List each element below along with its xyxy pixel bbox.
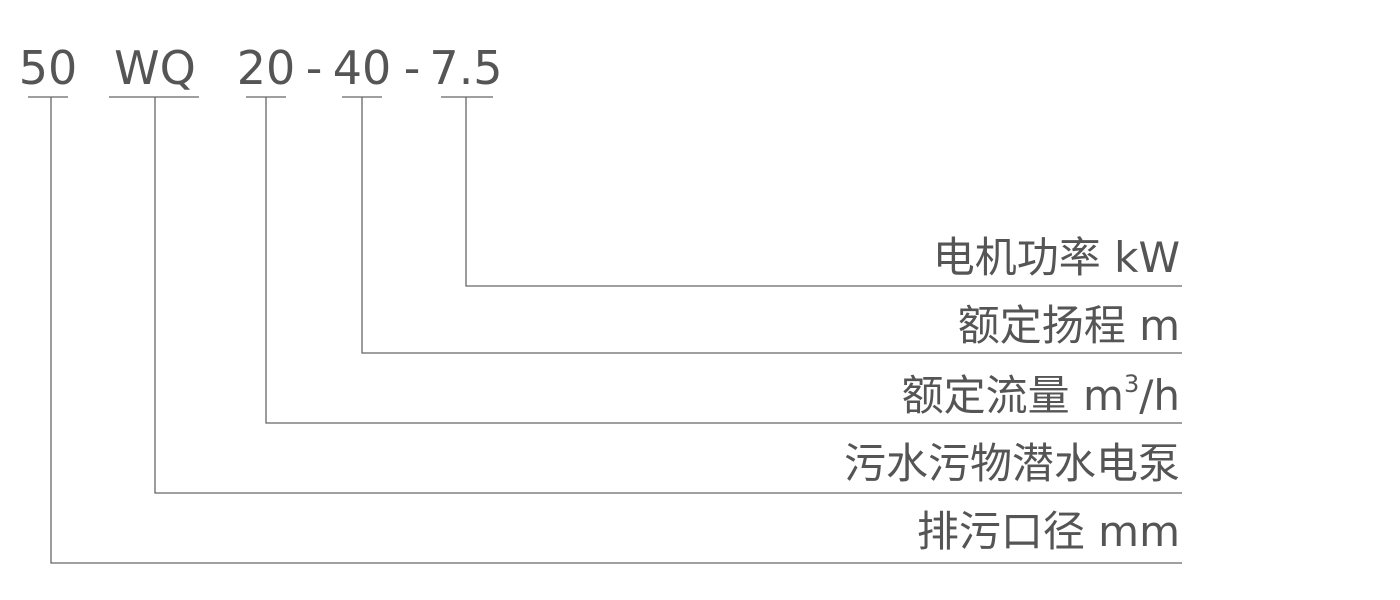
label-rated-flow-text: 额定流量 m (902, 371, 1124, 420)
code-segment-diameter: 50 (19, 41, 78, 95)
label-outlet-diameter: 排污口径 mm (917, 507, 1180, 556)
leader-line-head (361, 97, 1182, 354)
code-separator: - (306, 41, 323, 95)
label-rated-flow: 额定流量 m3/h (902, 370, 1180, 420)
label-rated-flow-superscript: 3 (1124, 370, 1139, 398)
code-segment-power: 7.5 (429, 41, 502, 95)
leader-line-diameter (50, 97, 1182, 564)
label-motor-power: 电机功率 kW (933, 233, 1180, 282)
leader-line-flow (265, 97, 1182, 424)
leader-line-type (154, 97, 1182, 494)
label-rated-flow-suffix: /h (1139, 371, 1180, 420)
code-segment-type: WQ (114, 41, 196, 95)
code-segment-head: 40 (333, 41, 392, 95)
label-pump-type: 污水污物潜水电泵 (844, 439, 1180, 488)
code-segment-flow: 20 (237, 41, 296, 95)
code-separator: - (404, 41, 421, 95)
leader-line-power (465, 97, 1182, 287)
label-rated-head: 额定扬程 m (958, 301, 1180, 350)
